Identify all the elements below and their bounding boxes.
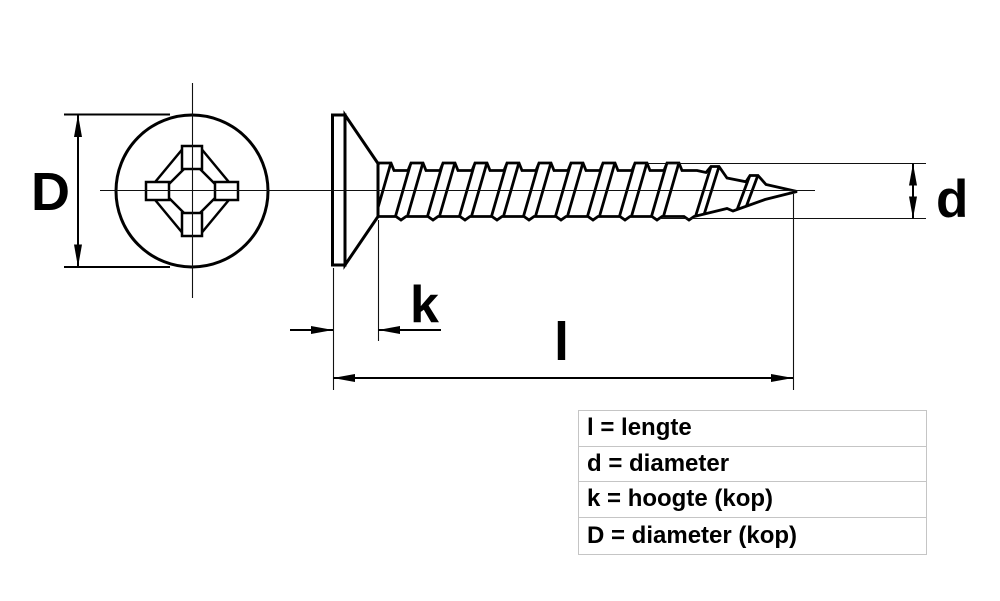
- centerlines: [100, 83, 815, 298]
- legend-row-D: D = diameter (kop): [587, 521, 798, 549]
- legend-row-d: d = diameter: [579, 447, 926, 482]
- legend-table: l = lengte d = diameter k = hoogte (kop)…: [578, 410, 927, 555]
- dimension-label-D: D: [31, 162, 70, 222]
- dimension-l: l: [333, 194, 795, 390]
- dimension-label-k: k: [410, 276, 439, 334]
- legend-row-l: l = lengte: [579, 411, 926, 447]
- dimension-label-d: d: [936, 170, 968, 229]
- dimension-d: d: [646, 162, 968, 229]
- dimension-D: D: [31, 113, 170, 268]
- dimension-k: k: [290, 220, 441, 390]
- screw-side-view: [331, 110, 798, 270]
- legend-row-k: k = hoogte (kop): [579, 482, 926, 518]
- dimension-label-l: l: [554, 312, 569, 372]
